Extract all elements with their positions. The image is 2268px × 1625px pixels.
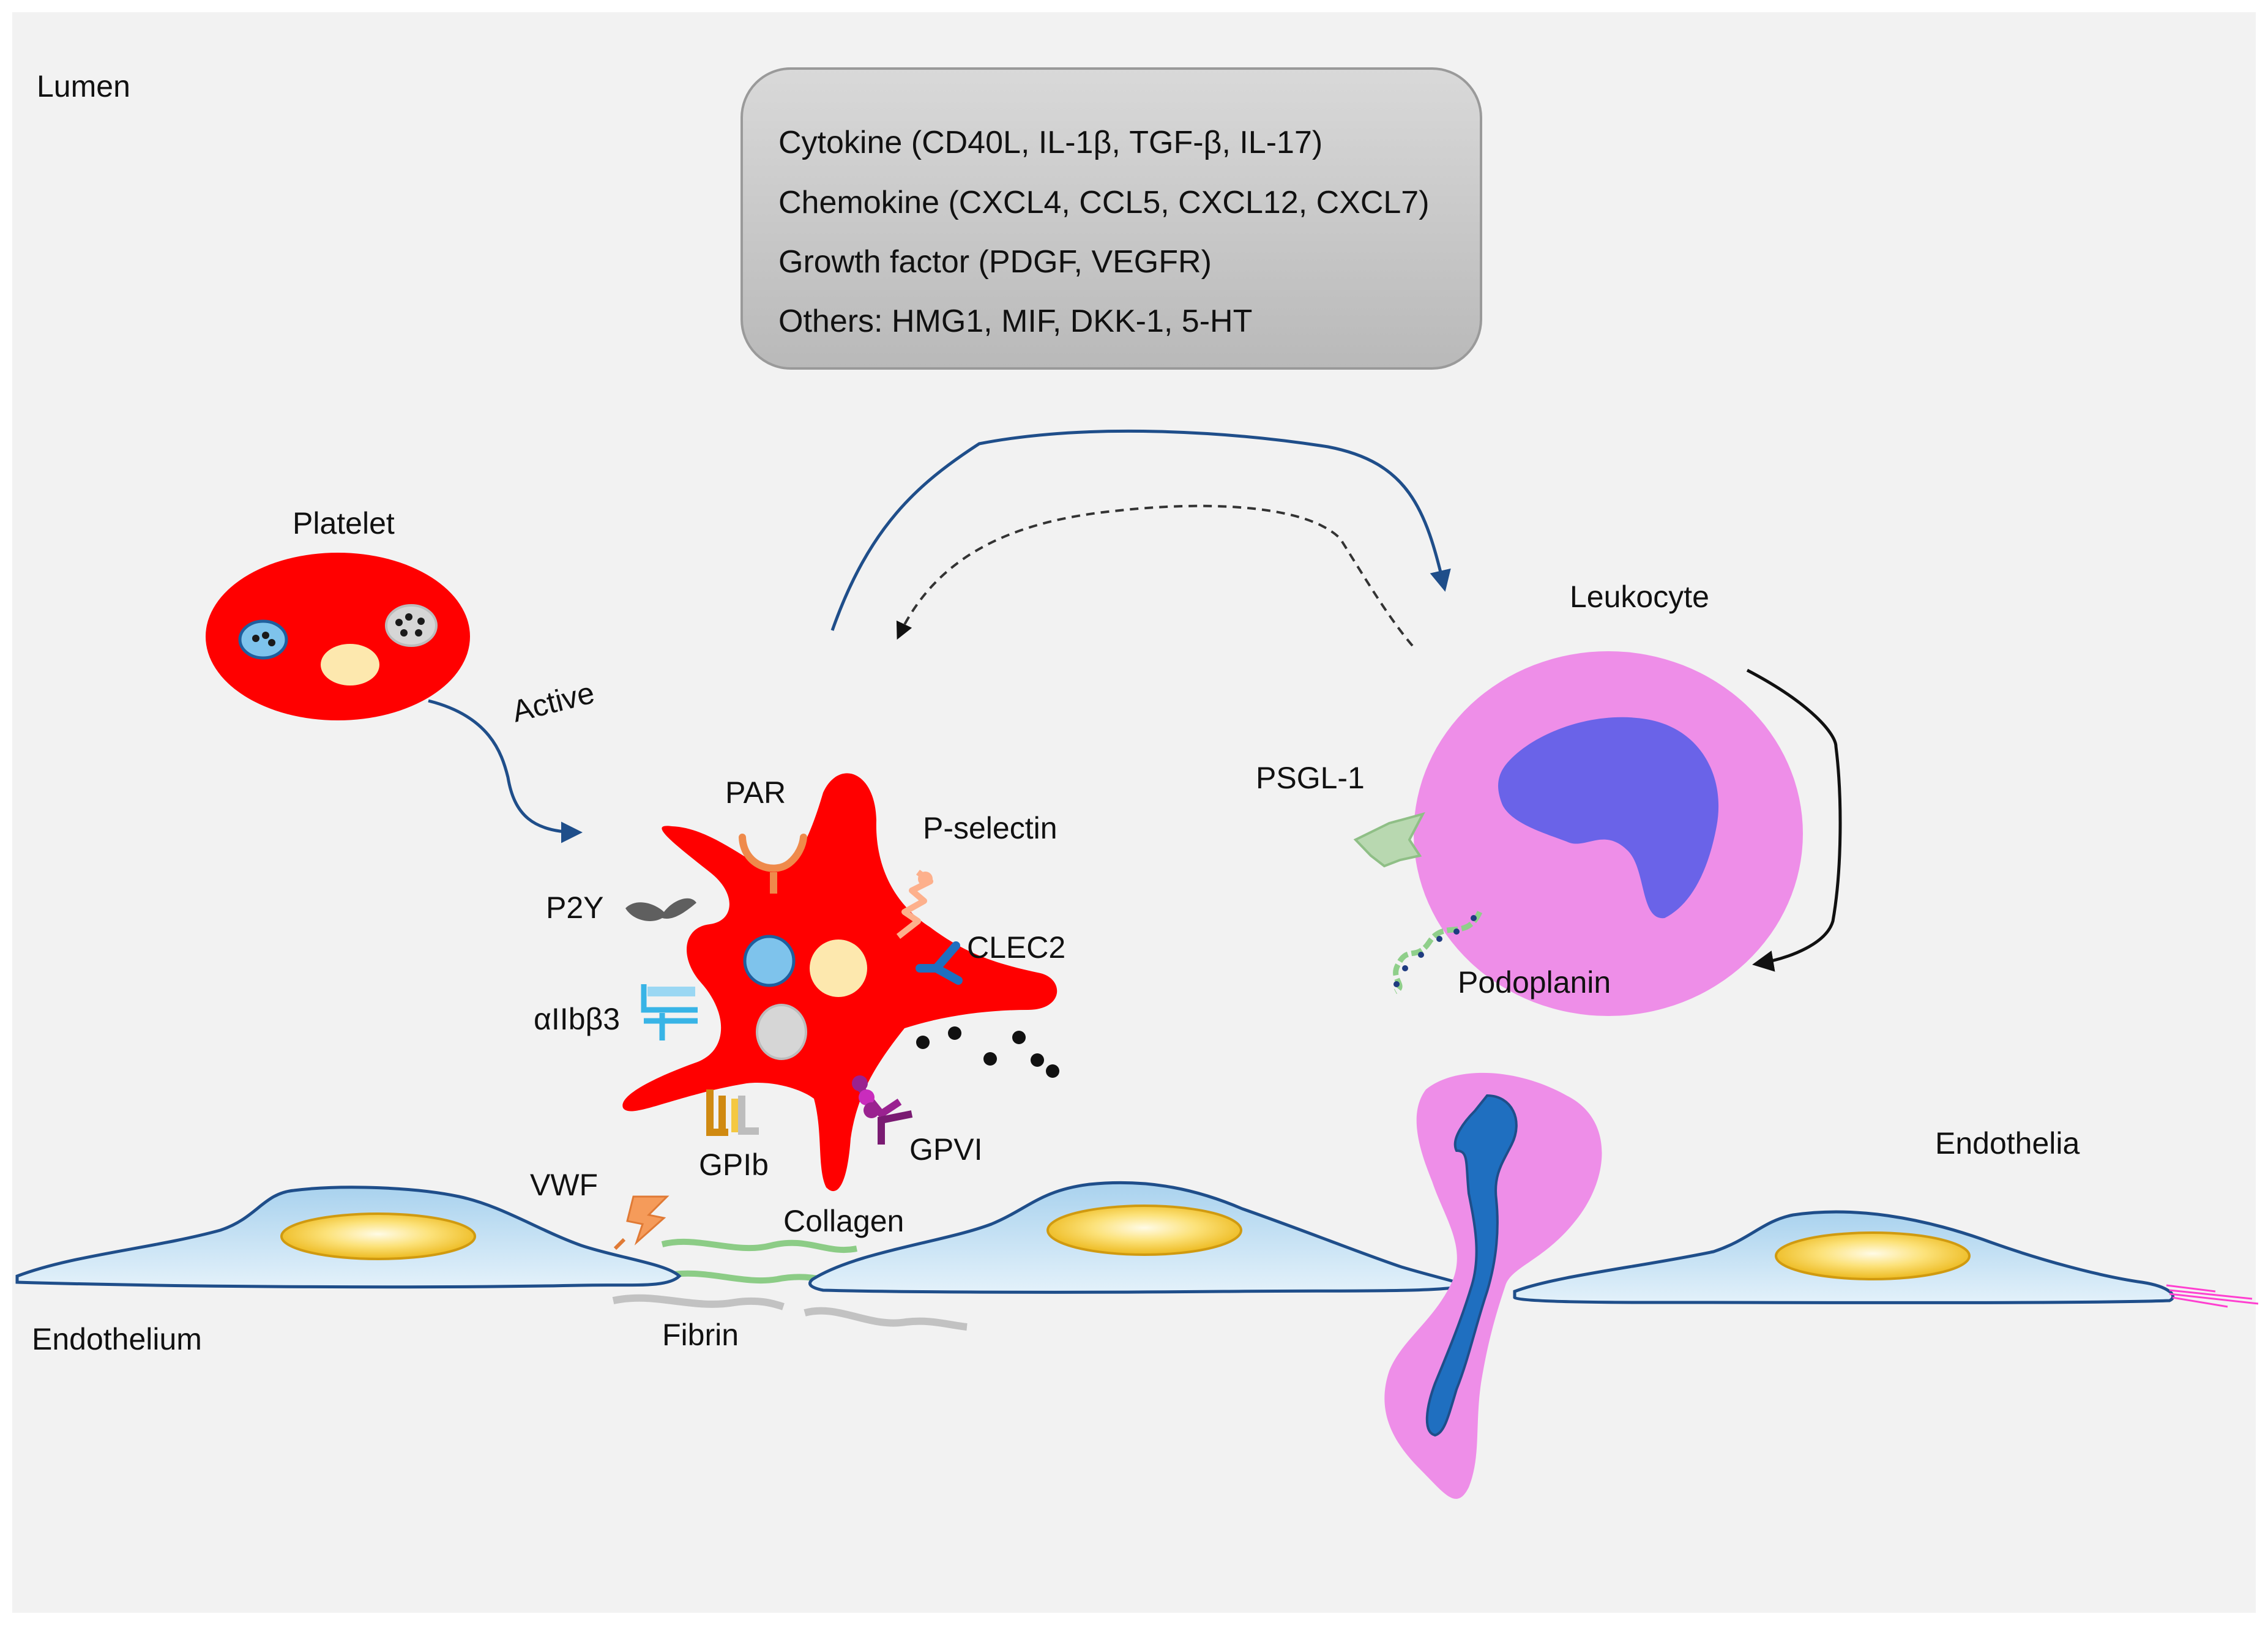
collagen-label: Collagen bbox=[783, 1204, 904, 1238]
activated-granule-yellow bbox=[810, 940, 867, 997]
leukocyte-rotation-arrow bbox=[1746, 668, 1842, 972]
podoplanin-receptor: Podoplanin bbox=[1393, 910, 1611, 999]
transmigrating-leukocyte bbox=[1384, 1072, 1602, 1499]
p2y-receptor: P2Y bbox=[546, 891, 696, 925]
leukocyte-nucleus bbox=[1498, 717, 1719, 919]
p-selectin-label: P-selectin bbox=[923, 811, 1058, 845]
par-label: PAR bbox=[725, 775, 786, 810]
leukocyte-label: Leukocyte bbox=[1570, 580, 1709, 614]
p-selectin-receptor: P-selectin bbox=[896, 811, 1058, 939]
platelet-granule-blue bbox=[238, 619, 288, 660]
vwf-molecule: VWF bbox=[530, 1168, 670, 1250]
platelet-to-leukocyte-arrow bbox=[830, 429, 1451, 631]
psgl1-label: PSGL-1 bbox=[1256, 761, 1365, 795]
endothelium-label: Endothelium bbox=[32, 1322, 202, 1356]
gpvi-label: GPVI bbox=[909, 1132, 982, 1167]
endothelial-cell-left bbox=[15, 1186, 682, 1289]
mediator-growth-factor: Growth factor (PDGF, VEGFR) bbox=[778, 244, 1212, 280]
psgl1-receptor: PSGL-1 bbox=[1256, 761, 1425, 868]
clec2-receptor: CLEC2 bbox=[916, 930, 1065, 985]
endothelial-cell-right bbox=[1513, 1210, 2259, 1308]
endothelial-cell-middle bbox=[808, 1181, 1470, 1294]
mediator-box-background bbox=[740, 67, 1482, 370]
activation-arrow bbox=[428, 699, 583, 843]
leukocyte: Leukocyte bbox=[1414, 580, 1842, 1016]
mediator-cytokine: Cytokine (CD40L, IL-1β, TGF-β, IL-17) bbox=[778, 125, 1322, 160]
mediator-box: Cytokine (CD40L, IL-1β, TGF-β, IL-17) Ch… bbox=[740, 67, 1482, 370]
activated-granule-grey bbox=[756, 1004, 807, 1060]
mediator-chemokine: Chemokine (CXCL4, CCL5, CXCL12, CXCL7) bbox=[778, 185, 1430, 220]
lumen-label: Lumen bbox=[37, 69, 130, 103]
mediator-others: Others: HMG1, MIF, DKK-1, 5-HT bbox=[778, 304, 1252, 339]
par-receptor: PAR bbox=[725, 775, 807, 894]
p2y-label: P2Y bbox=[546, 891, 604, 925]
clec2-label: CLEC2 bbox=[967, 930, 1065, 965]
platelet-granule-grey bbox=[385, 604, 438, 647]
gpib-receptor: GPIb bbox=[699, 1089, 769, 1182]
fibrin-fibers: Fibrin bbox=[612, 1294, 968, 1352]
leukocyte-to-platelet-arrow bbox=[896, 504, 1414, 647]
gpvi-receptor: GPVI bbox=[852, 1075, 982, 1167]
podoplanin-label: Podoplanin bbox=[1458, 965, 1611, 999]
fibrin-label: Fibrin bbox=[662, 1318, 739, 1352]
activated-granule-blue bbox=[743, 935, 796, 987]
vwf-label: VWF bbox=[530, 1168, 598, 1202]
platelet-body bbox=[206, 553, 470, 720]
endothelia-label: Endothelia bbox=[1935, 1126, 2080, 1160]
endothelial-protrusion bbox=[2166, 1284, 2259, 1308]
resting-platelet: Platelet bbox=[206, 506, 470, 720]
released-granules bbox=[916, 1026, 1059, 1078]
activated-platelet bbox=[622, 773, 1058, 1192]
aiib-b3-receptor: αIIbβ3 bbox=[534, 984, 698, 1040]
aiib-b3-label: αIIbβ3 bbox=[534, 1002, 620, 1036]
platelet-label: Platelet bbox=[293, 506, 395, 540]
platelet-granule-yellow bbox=[321, 644, 379, 685]
gpib-label: GPIb bbox=[699, 1148, 769, 1182]
